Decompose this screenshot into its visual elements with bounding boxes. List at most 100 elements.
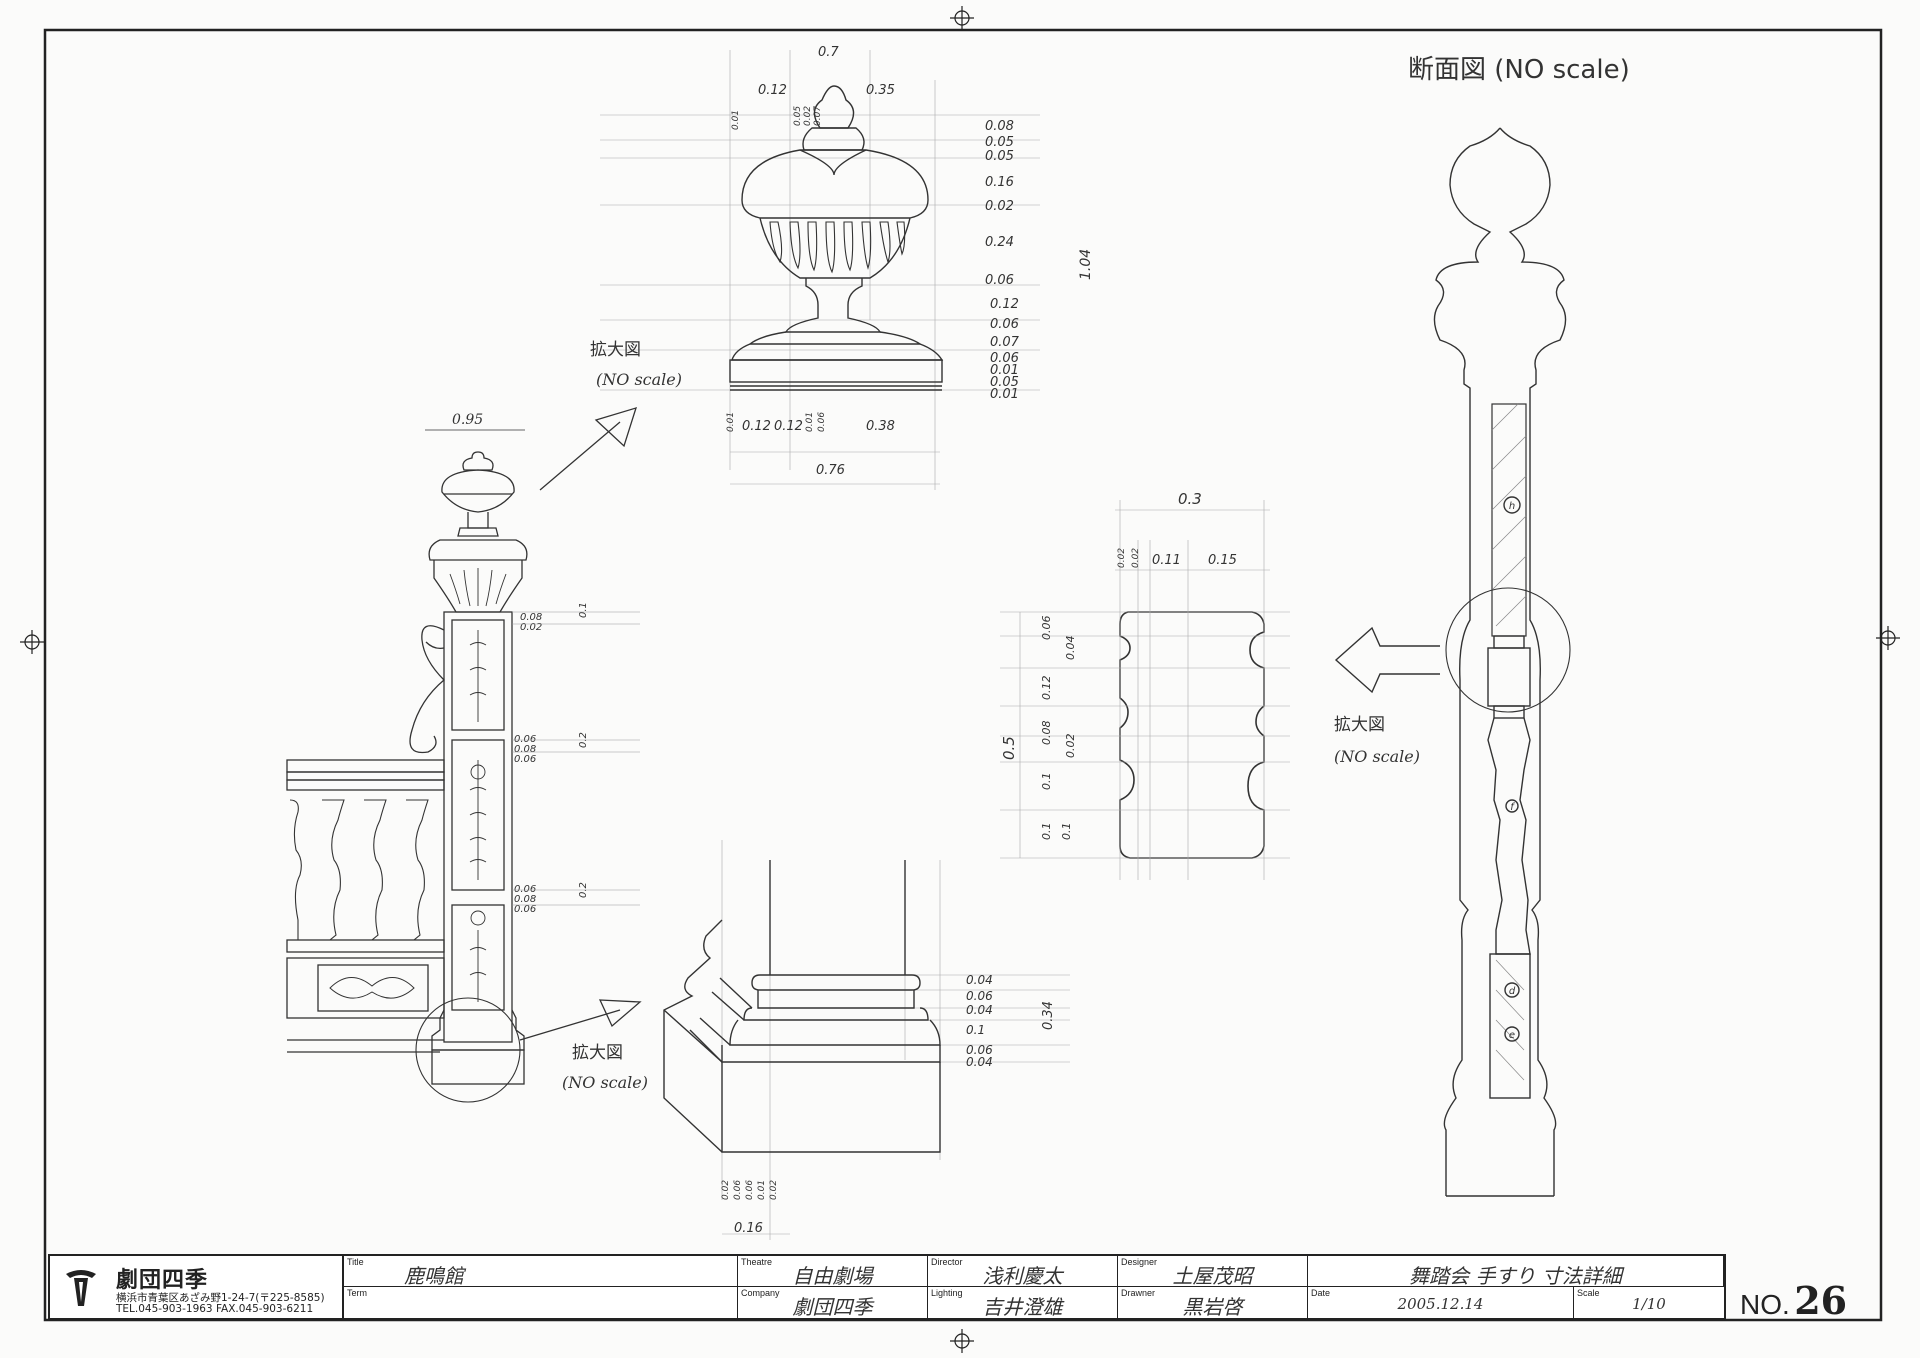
svg-text:1.04: 1.04 <box>1078 249 1094 280</box>
svg-text:0.02: 0.02 <box>721 1180 731 1200</box>
title-label: Title <box>347 1257 364 1267</box>
svg-text:0.12: 0.12 <box>1040 676 1053 701</box>
theatre-label: Theatre <box>741 1257 773 1267</box>
lighting-label: Lighting <box>931 1288 963 1298</box>
company-cell: 劇団四季 横浜市青葉区あざみ野1-24-7(〒225-8585) TEL.045… <box>50 1256 344 1318</box>
company-logo-icon <box>66 1270 96 1306</box>
base-enlarge-arrow <box>519 999 642 1041</box>
svg-text:0.06: 0.06 <box>514 734 536 745</box>
company-field-cell: Company 劇団四季 <box>738 1287 928 1319</box>
finial-dimensions: 0.7 0.12 0.35 0.01 0.05 0.02 0.07 0.08 0… <box>726 45 1094 478</box>
company-value: 劇団四季 <box>792 1295 873 1319</box>
finial-elevation <box>600 50 1040 490</box>
svg-text:0.06: 0.06 <box>990 317 1019 332</box>
svg-text:0.06: 0.06 <box>1040 616 1053 641</box>
newel-post-elevation: 0.95 <box>286 412 528 1103</box>
svg-text:0.04: 0.04 <box>1064 636 1077 661</box>
sheet-number: NO. 26 <box>1740 1278 1847 1323</box>
company-address: 横浜市青葉区あざみ野1-24-7(〒225-8585) <box>116 1292 325 1304</box>
svg-text:0.06: 0.06 <box>745 1180 755 1200</box>
svg-text:0.01: 0.01 <box>726 412 736 432</box>
director-value: 浅利慶太 <box>982 1264 1063 1288</box>
company-phone: TEL.045-903-1963 FAX.045-903-6211 <box>116 1303 314 1315</box>
rail-profile <box>1000 500 1290 880</box>
svg-text:0.01: 0.01 <box>731 110 741 130</box>
date-cell: Date 2005.12.14 <box>1308 1287 1574 1318</box>
svg-text:0.05: 0.05 <box>985 135 1014 150</box>
scale-value: 1/10 <box>1632 1295 1666 1313</box>
subject-value: 舞踏会 手すり 寸法詳細 <box>1409 1264 1622 1288</box>
drawing-frame <box>43 28 1883 1322</box>
svg-text:0.02: 0.02 <box>1131 548 1141 568</box>
base-dimensions: 0.04 0.06 0.04 0.34 0.1 0.06 0.04 0.02 0… <box>721 973 1056 1236</box>
company-label: Company <box>741 1288 780 1298</box>
svg-text:d: d <box>1509 986 1516 997</box>
svg-text:0.07: 0.07 <box>990 335 1020 350</box>
svg-text:0.08: 0.08 <box>514 744 536 755</box>
theatre-value: 自由劇場 <box>792 1264 873 1288</box>
svg-text:0.76: 0.76 <box>816 463 845 478</box>
section-marks: h f d e <box>1509 501 1516 1041</box>
base-enlargement <box>663 840 1070 1240</box>
svg-text:0.08: 0.08 <box>1040 721 1053 746</box>
svg-text:0.04: 0.04 <box>966 1003 993 1017</box>
svg-text:0.04: 0.04 <box>966 1055 993 1069</box>
svg-text:0.01: 0.01 <box>990 387 1019 402</box>
svg-text:0.35: 0.35 <box>866 83 895 98</box>
post-dim-lines <box>512 611 640 906</box>
lighting-value: 吉井澄雄 <box>982 1295 1063 1319</box>
scale-cell: Scale 1/10 <box>1574 1287 1724 1318</box>
svg-text:0.06: 0.06 <box>514 754 536 765</box>
svg-text:0.06: 0.06 <box>733 1180 743 1200</box>
section-enlarge-label: 拡大図 <box>1334 715 1385 735</box>
svg-text:0.16: 0.16 <box>985 175 1014 190</box>
svg-text:0.15: 0.15 <box>1208 553 1237 568</box>
svg-text:0.06: 0.06 <box>966 1043 993 1057</box>
svg-text:0.34: 0.34 <box>1041 1001 1056 1030</box>
section-noscale-label: (NO scale) <box>1334 747 1420 766</box>
svg-text:0.02: 0.02 <box>769 1180 779 1200</box>
svg-text:0.1: 0.1 <box>966 1023 985 1037</box>
theatre-cell: Theatre 自由劇場 <box>738 1256 928 1288</box>
sheet-number-value: 26 <box>1794 1278 1848 1323</box>
svg-text:0.06: 0.06 <box>817 412 827 432</box>
registration-marks <box>20 6 1900 1353</box>
svg-text:0.95: 0.95 <box>452 412 483 428</box>
svg-text:0.02: 0.02 <box>1117 548 1127 568</box>
svg-text:0.38: 0.38 <box>866 419 895 434</box>
svg-text:0.05: 0.05 <box>990 375 1019 390</box>
svg-text:0.12: 0.12 <box>774 419 803 434</box>
svg-text:0.08: 0.08 <box>520 612 542 623</box>
date-value: 2005.12.14 <box>1397 1295 1484 1313</box>
svg-text:0.24: 0.24 <box>985 235 1014 250</box>
sheet-number-label: NO. <box>1740 1289 1790 1320</box>
designer-label: Designer <box>1121 1257 1158 1267</box>
svg-text:0.5: 0.5 <box>1000 736 1018 760</box>
svg-text:0.12: 0.12 <box>758 83 787 98</box>
svg-text:0.16: 0.16 <box>734 1221 763 1236</box>
designer-cell: Designer 土屋茂昭 <box>1118 1256 1308 1288</box>
subject-cell: 舞踏会 手すり 寸法詳細 <box>1308 1256 1724 1288</box>
lighting-cell: Lighting 吉井澄雄 <box>928 1287 1118 1319</box>
director-cell: Director 浅利慶太 <box>928 1256 1118 1288</box>
title-cell: Title 鹿鳴館 <box>344 1256 738 1288</box>
svg-text:0.02: 0.02 <box>520 622 542 633</box>
svg-text:0.04: 0.04 <box>966 973 993 987</box>
base-enlarge-label: 拡大図 <box>572 1043 623 1063</box>
svg-text:0.1: 0.1 <box>1040 823 1053 841</box>
drawner-label: Drawner <box>1121 1288 1156 1298</box>
svg-text:0.12: 0.12 <box>990 297 1019 312</box>
svg-text:0.7: 0.7 <box>818 45 839 60</box>
svg-text:0.06: 0.06 <box>985 273 1014 288</box>
finial-enlarge-label: 拡大図 <box>590 340 641 360</box>
date-label: Date <box>1311 1288 1331 1298</box>
svg-text:0.06: 0.06 <box>514 904 536 915</box>
designer-value: 土屋茂昭 <box>1172 1264 1253 1288</box>
svg-text:0.07: 0.07 <box>813 106 823 126</box>
title-value: 鹿鳴館 <box>404 1264 464 1288</box>
svg-text:0.1: 0.1 <box>1040 773 1053 791</box>
svg-text:0.12: 0.12 <box>742 419 771 434</box>
post-dimensions: 0.08 0.02 0.1 0.06 0.08 0.06 0.2 0.06 0.… <box>514 602 589 915</box>
svg-text:0.01: 0.01 <box>805 412 815 432</box>
